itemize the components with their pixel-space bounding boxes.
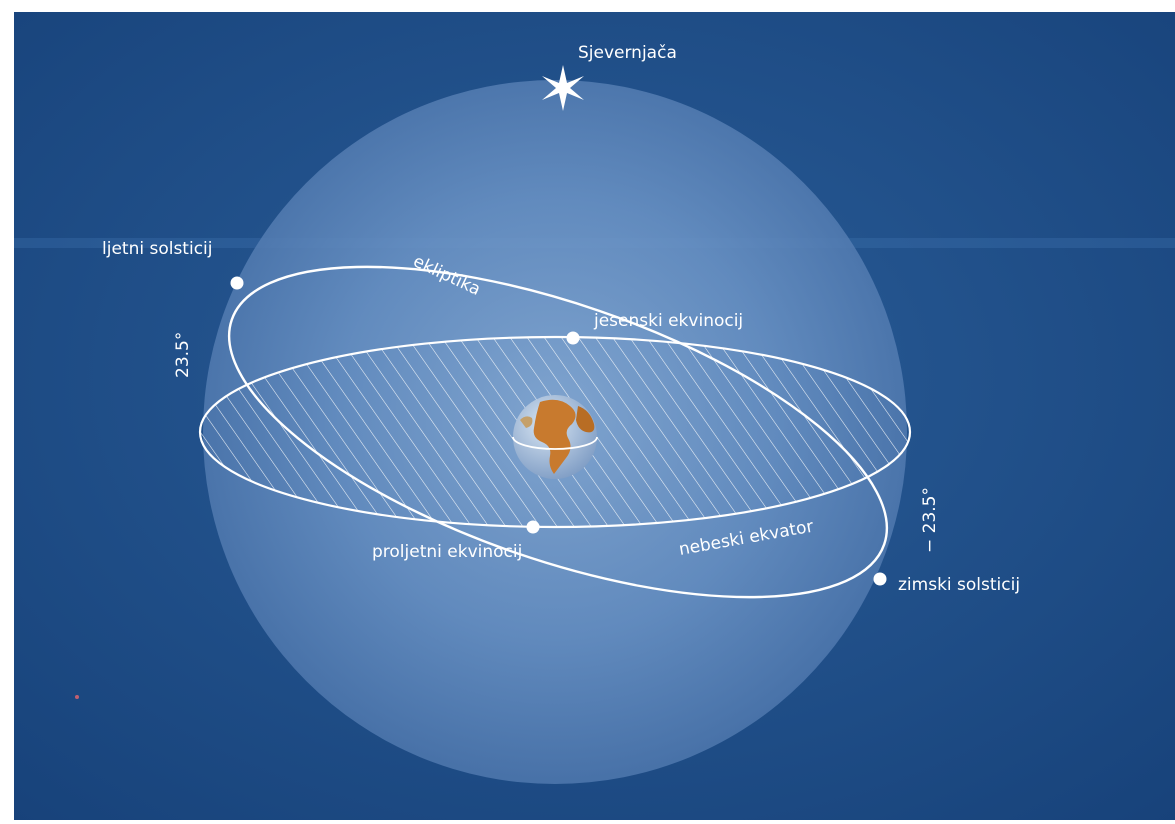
summer-solstice-point (230, 276, 244, 290)
angle-negative-label: − 23.5° (920, 487, 940, 553)
pole-star-label: Sjevernjača (578, 43, 677, 63)
celestial-equator-circle (198, 335, 912, 529)
star-icon (542, 65, 584, 111)
autumn-equinox-point (566, 331, 580, 345)
autumn-equinox-label: jesenski ekvinocij (593, 311, 743, 331)
red-dot (75, 695, 79, 699)
spring-equinox-label: proljetni ekvinocij (372, 542, 522, 562)
winter-solstice-label: zimski solsticij (898, 575, 1020, 595)
summer-solstice-label: ljetni solsticij (102, 239, 213, 259)
spring-equinox-point (526, 520, 540, 534)
angle-positive-label: 23.5° (173, 332, 193, 378)
ecliptic-circle (227, 265, 889, 599)
earth-globe-icon (512, 395, 598, 479)
winter-solstice-point (873, 572, 887, 586)
